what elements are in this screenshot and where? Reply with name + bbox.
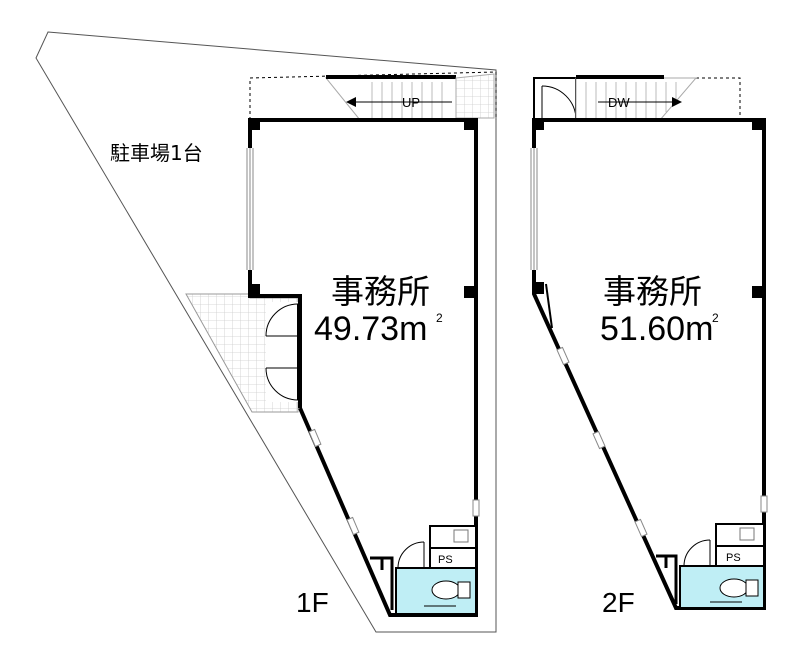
toilet-block-2f bbox=[656, 523, 765, 609]
floor-1-plan bbox=[185, 71, 497, 617]
site-boundary bbox=[35, 31, 497, 633]
stairs-2f bbox=[575, 75, 698, 121]
toilet-block-1f bbox=[370, 525, 477, 615]
column-1f-b bbox=[464, 118, 476, 130]
landing-door-2f bbox=[533, 77, 577, 121]
area-2f: 51.60m bbox=[600, 310, 713, 348]
column-1f-a bbox=[248, 118, 260, 130]
stairs-up-label: UP bbox=[402, 95, 420, 110]
column-2f-a bbox=[532, 118, 544, 130]
area-2f-unit-sup: 2 bbox=[712, 311, 719, 325]
floor-2-plan bbox=[529, 75, 768, 610]
floor-label-2f: 2F bbox=[602, 587, 635, 618]
column-1f-c bbox=[248, 284, 260, 296]
windows-1f-diagonal bbox=[308, 428, 480, 536]
column-2f-b bbox=[752, 118, 764, 130]
landing-outline-1f bbox=[249, 71, 497, 120]
column-2f-c bbox=[532, 282, 544, 294]
parking-label: 駐車場1台 bbox=[110, 141, 203, 165]
room-name-1f: 事務所 bbox=[331, 272, 430, 311]
stairs-1f bbox=[324, 73, 495, 121]
stairs-down-label: DW bbox=[608, 95, 630, 110]
room-name-2f: 事務所 bbox=[603, 272, 702, 311]
column-1f-d bbox=[464, 286, 476, 298]
ps-label-2f: PS bbox=[726, 552, 741, 564]
area-1f: 49.73m bbox=[314, 310, 427, 348]
window-2f-left bbox=[529, 148, 539, 270]
area-1f-unit-sup: 2 bbox=[436, 311, 443, 325]
windows-2f-diagonal bbox=[556, 346, 768, 538]
window-1f-left bbox=[245, 148, 255, 270]
column-2f-d bbox=[752, 286, 764, 298]
ps-label-1f: PS bbox=[438, 554, 453, 566]
floor-label-1f: 1F bbox=[296, 587, 329, 618]
wall-2f-inner bbox=[545, 283, 553, 329]
entrance-door-1f bbox=[265, 302, 299, 402]
